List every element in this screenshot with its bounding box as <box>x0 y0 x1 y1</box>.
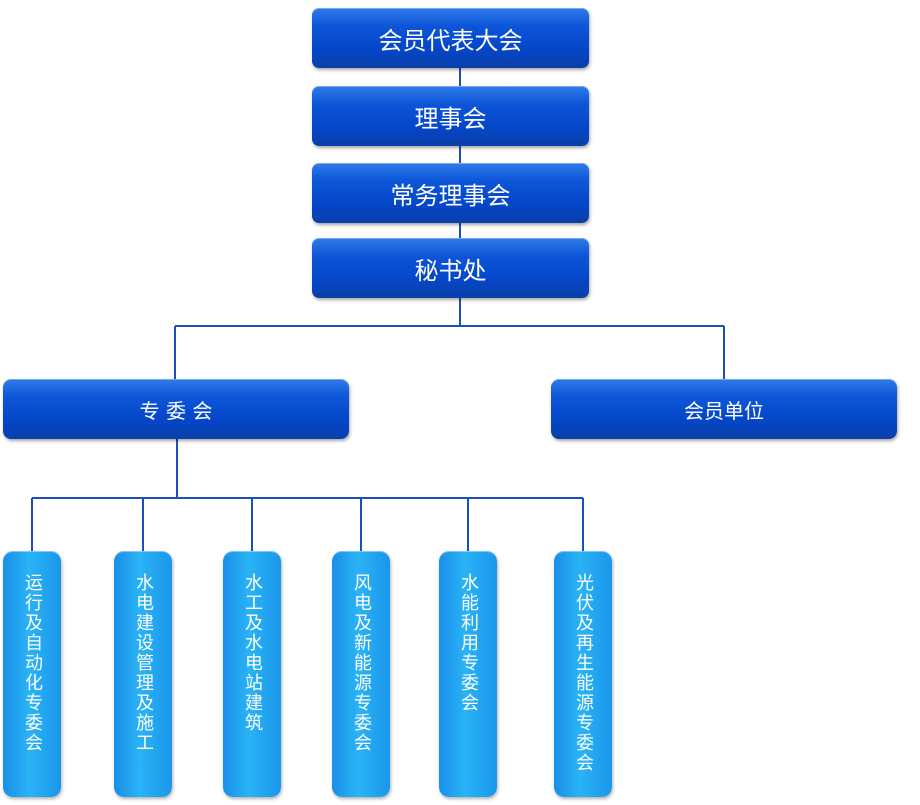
box-label: 理事会 <box>414 104 487 133</box>
box-secretariat: 秘书处 <box>312 238 589 298</box>
subcommittee-box: 水电建设管理及施工 <box>114 551 172 797</box>
subcommittee-box: 运行及自动化专委会 <box>3 551 61 797</box>
box-special-committees: 专 委 会 <box>3 379 349 439</box>
box-label: 会员代表大会 <box>378 26 523 55</box>
subcommittee-box: 水能利用专委会 <box>439 551 497 797</box>
box-council: 理事会 <box>312 86 589 146</box>
subcommittee-box: 水工及水电站建筑 <box>223 551 281 797</box>
subcommittee-box: 光伏及再生能源专委会 <box>554 551 612 797</box>
box-member-units: 会员单位 <box>551 379 897 439</box>
box-member-congress: 会员代表大会 <box>312 8 589 68</box>
subcommittee-label: 水电建设管理及施工 <box>133 573 154 753</box>
subcommittee-label: 运行及自动化专委会 <box>22 573 43 753</box>
box-label: 会员单位 <box>684 398 764 423</box>
subcommittee-label: 水工及水电站建筑 <box>242 573 263 733</box>
box-label: 常务理事会 <box>390 181 511 210</box>
subcommittee-box: 风电及新能源专委会 <box>332 551 390 797</box>
box-standing-council: 常务理事会 <box>312 163 589 223</box>
box-label: 秘书处 <box>414 256 487 285</box>
subcommittee-label: 水能利用专委会 <box>458 573 479 713</box>
subcommittee-label: 风电及新能源专委会 <box>351 573 372 753</box>
subcommittee-label: 光伏及再生能源专委会 <box>573 573 594 773</box>
box-label: 专 委 会 <box>139 398 213 423</box>
